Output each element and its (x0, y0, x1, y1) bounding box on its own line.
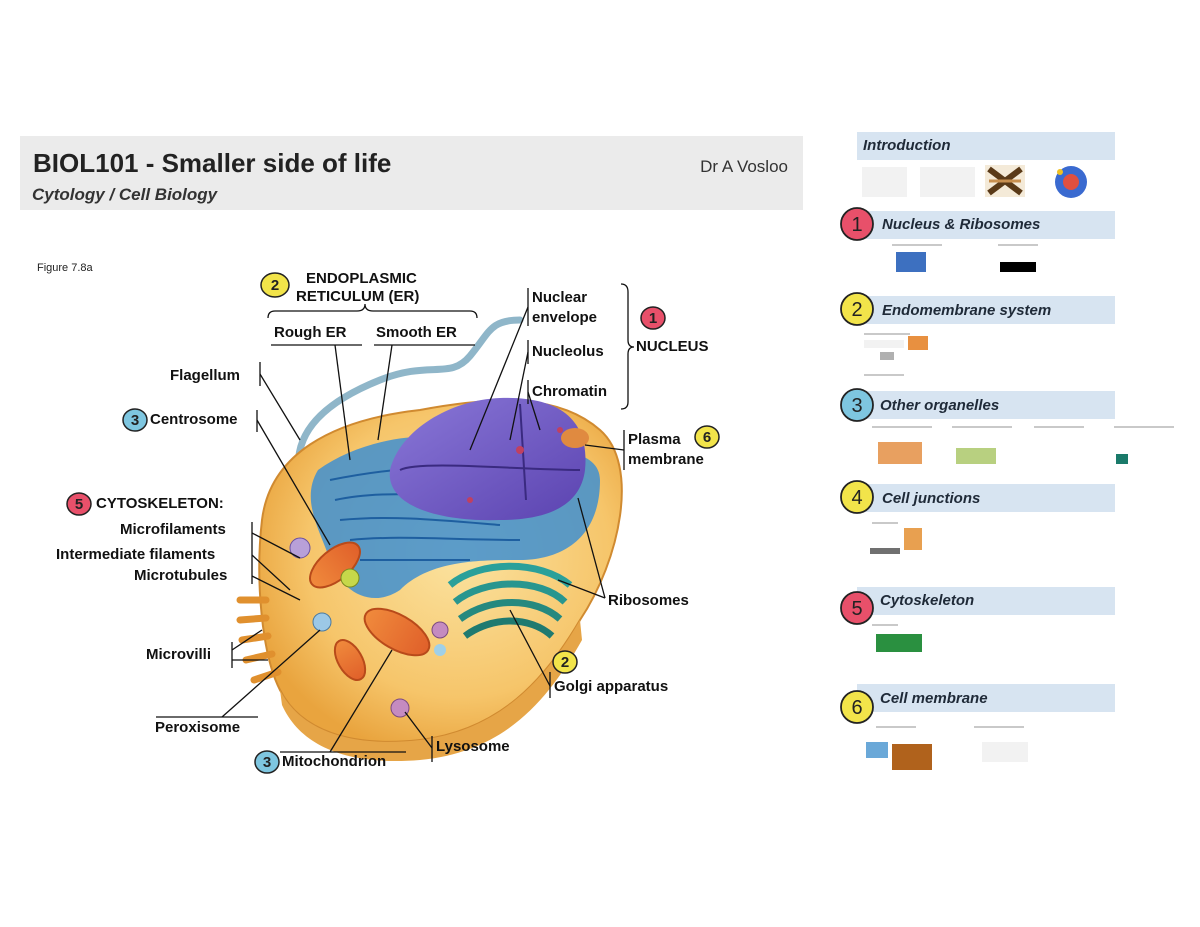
marker-mitochondrion: 3 (254, 750, 280, 774)
slide-header: BIOL101 - Smaller side of life Cytology … (20, 136, 803, 210)
section-number-6: 6 (840, 690, 874, 724)
section-title-cell-membrane[interactable]: Cell membrane (880, 690, 988, 707)
label-intermediate-filaments: Intermediate filaments (56, 546, 216, 563)
label-plasma-membrane: Plasma (628, 431, 681, 448)
section-nucleus-ribosomes[interactable] (857, 211, 1115, 239)
section-number-1: 1 (840, 207, 874, 241)
label-rough-er: Rough ER (274, 324, 347, 341)
thumbnail[interactable] (956, 448, 996, 464)
section-title-nucleus-ribosomes[interactable]: Nucleus & Ribosomes (882, 216, 1041, 233)
thumbnail[interactable] (982, 742, 1028, 762)
label-microvilli: Microvilli (146, 646, 212, 663)
label-mitochondrion: Mitochondrion (282, 753, 387, 770)
svg-text:5: 5 (75, 496, 83, 513)
label-nucleus: NUCLEUS (636, 338, 709, 355)
svg-text:3: 3 (131, 412, 139, 429)
marker-nucleus: 1 (640, 306, 666, 330)
thumbnail[interactable] (870, 548, 900, 554)
thumbnail[interactable] (878, 442, 922, 464)
author-name: Dr A Vosloo (700, 157, 788, 176)
thumbnail[interactable] (985, 165, 1025, 197)
label-er-2: RETICULUM (ER) (296, 288, 420, 305)
thumbnail[interactable] (864, 340, 904, 348)
marker-golgi: 2 (552, 650, 578, 674)
svg-text:3: 3 (263, 754, 271, 771)
label-chromatin: Chromatin (532, 383, 607, 400)
section-number-2: 2 (840, 292, 874, 326)
section-cell-junctions[interactable] (857, 484, 1115, 512)
svg-text:1: 1 (649, 310, 657, 327)
marker-plasma-membrane: 6 (694, 425, 720, 449)
label-cytoskeleton: CYTOSKELETON: (96, 495, 224, 512)
thumbnail[interactable] (866, 742, 888, 758)
section-other-organelles[interactable] (857, 391, 1115, 419)
svg-text:2: 2 (271, 277, 279, 294)
svg-text:5: 5 (851, 598, 862, 620)
section-cytoskeleton[interactable] (857, 587, 1115, 615)
thumbnail[interactable] (904, 528, 922, 550)
svg-text:4: 4 (851, 487, 862, 509)
thumbnail[interactable] (1000, 262, 1036, 272)
section-number-5: 5 (840, 591, 874, 625)
label-golgi: Golgi apparatus (554, 678, 669, 695)
svg-text:6: 6 (851, 697, 862, 719)
marker-er: 2 (260, 272, 290, 298)
svg-text:3: 3 (851, 395, 862, 417)
section-title-other-organelles[interactable]: Other organelles (880, 397, 1000, 414)
label-peroxisome: Peroxisome (155, 719, 241, 736)
section-endomembrane[interactable] (857, 296, 1115, 324)
svg-text:1: 1 (851, 214, 862, 236)
label-microtubules: Microtubules (134, 567, 228, 584)
marker-centrosome: 3 (122, 408, 148, 432)
label-microfilaments: Microfilaments (120, 521, 226, 538)
golgi-shape (447, 562, 573, 639)
marker-cytoskeleton: 5 (66, 492, 92, 516)
label-flagellum: Flagellum (170, 367, 241, 384)
flagellum-shape (295, 316, 524, 482)
thumbnail[interactable] (908, 336, 928, 350)
svg-text:2: 2 (561, 654, 569, 671)
section-introduction[interactable] (857, 132, 1115, 160)
section-number-3: 3 (840, 388, 874, 422)
section-title-introduction[interactable]: Introduction (863, 137, 951, 154)
thumbnail[interactable] (862, 167, 907, 197)
label-nuclear-envelope: Nuclear (532, 289, 588, 306)
thumbnail[interactable] (880, 352, 894, 360)
microvilli-shape (236, 596, 282, 684)
thumbnail[interactable] (1116, 454, 1128, 464)
label-lysosome: Lysosome (436, 738, 510, 755)
svg-text:6: 6 (703, 429, 711, 446)
svg-text:2: 2 (851, 299, 862, 321)
thumbnail[interactable] (876, 634, 922, 652)
section-title-endomembrane[interactable]: Endomembrane system (882, 302, 1052, 319)
peroxisome-shape (312, 612, 332, 632)
section-title-cell-junctions[interactable]: Cell junctions (882, 490, 981, 507)
nucleus-shape (389, 397, 586, 521)
page-title: BIOL101 - Smaller side of life (33, 148, 392, 178)
thumbnail[interactable] (896, 252, 926, 272)
label-ribosomes: Ribosomes (608, 592, 689, 609)
mitochondrion-shape (363, 607, 431, 657)
page-subtitle: Cytology / Cell Biology (32, 185, 218, 204)
thumbnail[interactable] (1048, 162, 1094, 202)
label-smooth-er: Smooth ER (376, 324, 457, 341)
label-nuclear-envelope-2: envelope (532, 309, 598, 326)
label-nucleolus: Nucleolus (532, 343, 604, 360)
label-plasma-membrane-2: membrane (628, 451, 704, 468)
thumbnail[interactable] (920, 167, 975, 197)
label-centrosome: Centrosome (150, 411, 238, 428)
lysosome-shape (390, 698, 410, 718)
label-er: ENDOPLASMIC (306, 270, 417, 287)
section-number-4: 4 (840, 480, 874, 514)
section-cell-membrane[interactable] (857, 684, 1115, 712)
figure-label: Figure 7.8a (37, 262, 93, 274)
section-title-cytoskeleton[interactable]: Cytoskeleton (880, 592, 975, 609)
thumbnail[interactable] (892, 744, 932, 770)
